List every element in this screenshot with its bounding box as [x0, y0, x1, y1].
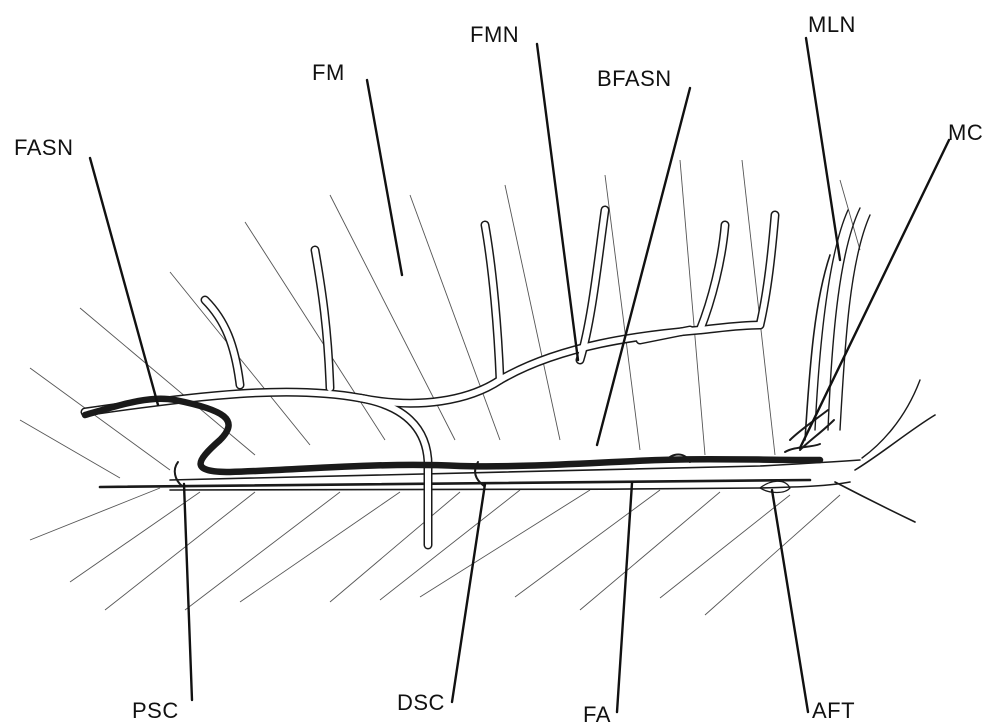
label-fmn: FMN	[470, 22, 519, 47]
leader-fmn	[537, 44, 578, 360]
label-fa: FA	[583, 702, 611, 726]
leader-psc	[184, 484, 192, 700]
leader-lines	[90, 38, 949, 712]
label-bfasn: BFASN	[597, 66, 672, 91]
label-fm: FM	[312, 60, 345, 85]
body-outline	[805, 208, 935, 522]
label-psc: PSC	[132, 698, 179, 723]
leader-mc	[800, 140, 949, 448]
label-fasn: FASN	[14, 135, 73, 160]
leader-fasn	[90, 158, 158, 405]
leader-bfasn	[597, 88, 690, 445]
fin-ray-hatching-lower	[30, 488, 840, 615]
leader-aft	[772, 490, 808, 712]
nerve-tree	[85, 210, 775, 545]
leader-fm	[367, 80, 402, 275]
connector-details	[175, 410, 834, 486]
label-dsc: DSC	[397, 690, 445, 715]
label-mc: MC	[948, 120, 983, 145]
label-mln: MLN	[808, 12, 856, 37]
fin-ray-hatching-upper	[20, 160, 860, 478]
leader-dsc	[452, 484, 485, 702]
leader-fa	[617, 483, 632, 712]
label-aft: AFT	[812, 698, 855, 723]
leader-mln	[806, 38, 840, 260]
